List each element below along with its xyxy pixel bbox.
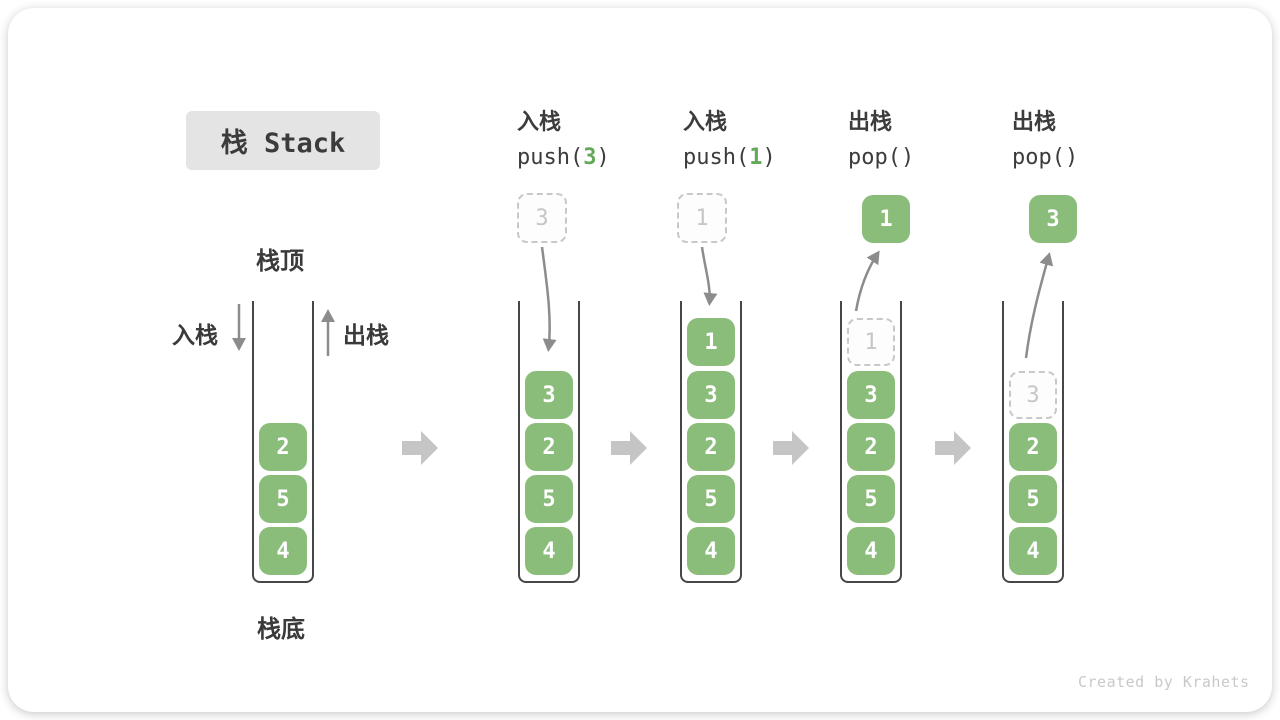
stack-block: 3	[687, 371, 735, 419]
stack-block: 2	[525, 423, 573, 471]
stack-block: 4	[1009, 527, 1057, 575]
ghost-block: 1	[847, 318, 895, 366]
code-fn: pop(	[1012, 145, 1065, 170]
stack-2: 3 2 5 4	[518, 301, 580, 583]
floating-value-text: 3	[1046, 206, 1060, 232]
watermark: Created by Krahets	[1078, 673, 1250, 691]
floating-value-dashed: 1	[677, 193, 727, 243]
op-code-label: pop()	[1012, 145, 1078, 170]
pop-side-label: 出栈	[343, 322, 389, 348]
flow-arrow-icon	[402, 431, 438, 465]
op-action-label: 入栈	[517, 109, 562, 134]
stack-top-label: 栈顶	[256, 248, 304, 275]
stack-block: 4	[525, 527, 573, 575]
stack-block: 5	[525, 475, 573, 523]
code-close: )	[900, 145, 915, 170]
stack-block: 5	[1009, 475, 1057, 523]
stack-block: 3	[525, 371, 573, 419]
op-action-label: 出栈	[848, 109, 893, 134]
code-close: )	[596, 145, 610, 170]
flow-arrow-icon	[935, 431, 971, 465]
floating-value-dashed: 3	[517, 193, 567, 243]
op-label-push-1: 入栈 push(1)	[683, 104, 776, 170]
floating-value-solid: 1	[862, 195, 910, 243]
op-label-pop-1: 出栈 pop()	[848, 104, 914, 170]
floating-value-text: 1	[695, 205, 709, 231]
stack-block: 4	[847, 527, 895, 575]
op-code-label: pop()	[848, 145, 914, 170]
push-side-label: 入栈	[172, 322, 218, 348]
stack-block: 5	[687, 475, 735, 523]
code-fn: pop(	[848, 145, 901, 170]
stack-block: 5	[259, 475, 307, 523]
stack-block: 2	[259, 423, 307, 471]
floating-value-solid: 3	[1029, 195, 1077, 243]
stack-block: 2	[847, 423, 895, 471]
stack-bottom-label: 栈底	[257, 616, 305, 643]
stack-1: 2 5 4	[252, 301, 314, 583]
stack-4: 1 3 2 5 4	[840, 301, 902, 583]
floating-value-text: 1	[879, 206, 893, 232]
op-code-label: push(1)	[683, 145, 776, 170]
code-close: )	[762, 145, 776, 170]
stack-block: 2	[1009, 423, 1057, 471]
floating-value-text: 3	[535, 205, 549, 231]
op-label-pop-3: 出栈 pop()	[1012, 104, 1078, 170]
op-code-label: push(3)	[517, 145, 610, 170]
op-label-push-3: 入栈 push(3)	[517, 104, 610, 170]
stack-5: 3 2 5 4	[1002, 301, 1064, 583]
stack-block: 5	[847, 475, 895, 523]
flow-arrow-icon	[773, 431, 809, 465]
code-arg: 3	[583, 145, 597, 170]
code-fn: push(	[683, 145, 750, 170]
code-close: )	[1064, 145, 1079, 170]
stack-block: 3	[847, 371, 895, 419]
title-text: 栈 Stack	[220, 128, 346, 159]
code-arg: 1	[749, 145, 763, 170]
stack-block: 2	[687, 423, 735, 471]
stack-3: 1 3 2 5 4	[680, 301, 742, 583]
op-action-label: 入栈	[683, 109, 728, 134]
stack-block: 4	[259, 527, 307, 575]
title-badge: 栈 Stack	[186, 111, 380, 170]
ghost-block: 3	[1009, 371, 1057, 419]
op-action-label: 出栈	[1012, 109, 1057, 134]
code-fn: push(	[517, 145, 584, 170]
stack-block: 1	[687, 318, 735, 366]
stack-block: 4	[687, 527, 735, 575]
flow-arrow-icon	[611, 431, 647, 465]
